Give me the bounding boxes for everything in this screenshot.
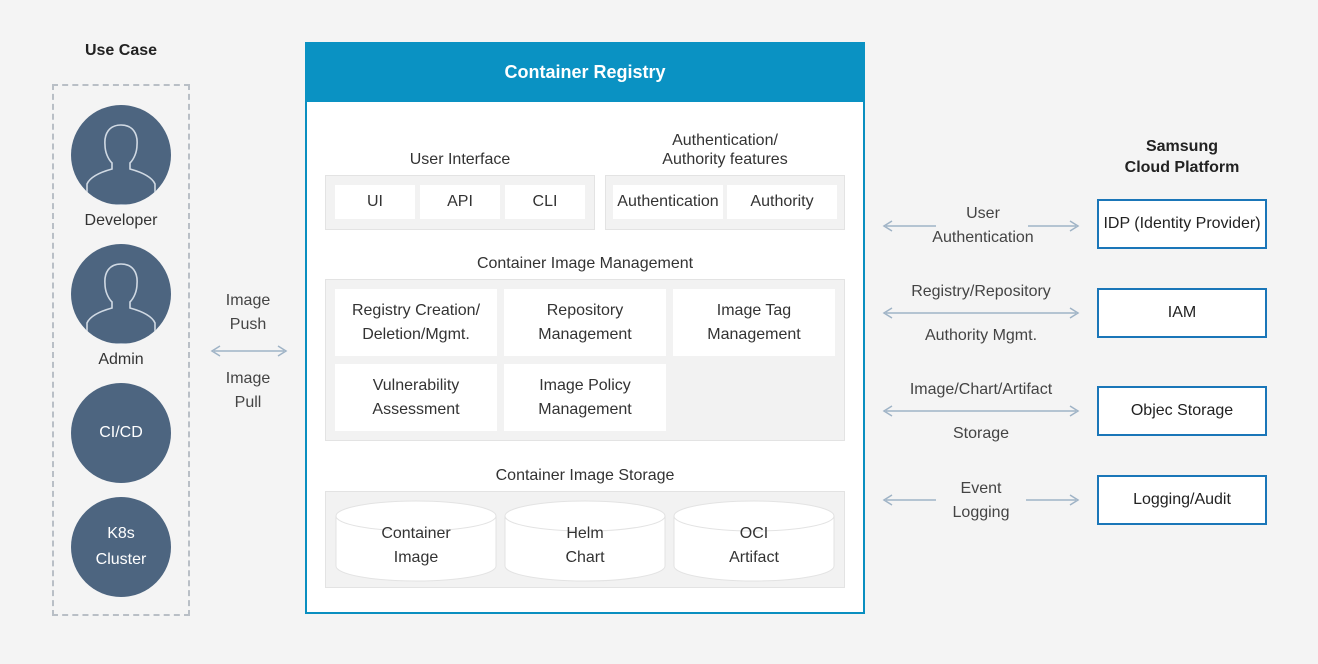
- object-storage-box: Objec Storage: [1097, 386, 1267, 436]
- cylinder-icon: [504, 500, 666, 582]
- use-case-title: Use Case: [84, 42, 158, 59]
- image-chart-artifact-label: Image/Chart/Artifact: [909, 381, 1053, 398]
- container-image-cylinder: Container Image: [335, 500, 497, 586]
- oci-artifact-label: OCI Artifact: [729, 525, 779, 566]
- iam-box: IAM: [1097, 288, 1267, 338]
- event-logging-label: Event Logging: [952, 480, 1010, 521]
- registry-arrow-icon: [882, 307, 1080, 319]
- helm-chart-cylinder: Helm Chart: [504, 500, 666, 586]
- image-pull-label: Image Pull: [225, 370, 271, 411]
- developer-label: Developer: [84, 212, 158, 229]
- registry-repository-label: Registry/Repository: [911, 283, 1051, 300]
- auth-features-title: Authentication/ Authority features: [662, 132, 788, 168]
- cicd-node: CI/CD: [71, 383, 171, 483]
- k8s-cluster-node: K8s Cluster: [71, 497, 171, 597]
- cylinder-icon: [673, 500, 835, 582]
- event-logging-arrow-icon: [882, 494, 1080, 506]
- repository-management-cell: Repository Management: [504, 289, 666, 356]
- api-cell: API: [420, 185, 500, 219]
- ui-cell: UI: [335, 185, 415, 219]
- user-interface-title: User Interface: [409, 151, 511, 168]
- storage-label: Storage: [952, 425, 1010, 442]
- oci-artifact-cylinder: OCI Artifact: [673, 500, 835, 586]
- storage-arrow-icon: [882, 405, 1080, 417]
- push-pull-arrow-icon: [210, 345, 288, 357]
- authority-mgmt-label: Authority Mgmt.: [924, 327, 1038, 344]
- image-tag-management-cell: Image Tag Management: [673, 289, 835, 356]
- logging-audit-box: Logging/Audit: [1097, 475, 1267, 525]
- image-policy-management-cell: Image Policy Management: [504, 364, 666, 431]
- admin-avatar-icon: [71, 244, 171, 344]
- image-storage-title: Container Image Storage: [495, 467, 675, 484]
- developer-avatar-icon: [71, 105, 171, 205]
- authentication-cell: Authentication: [613, 185, 723, 219]
- vulnerability-assessment-cell: Vulnerability Assessment: [335, 364, 497, 431]
- container-registry-title: Container Registry: [305, 42, 865, 102]
- authority-cell: Authority: [727, 185, 837, 219]
- image-management-title: Container Image Management: [476, 255, 694, 272]
- use-case-container: [52, 84, 190, 616]
- idp-box: IDP (Identity Provider): [1097, 199, 1267, 249]
- user-auth-arrow-icon: [882, 220, 1080, 232]
- registry-creation-cell: Registry Creation/ Deletion/Mgmt.: [335, 289, 497, 356]
- samsung-cloud-platform-title: Samsung Cloud Platform: [1124, 138, 1240, 176]
- image-push-label: Image Push: [225, 292, 271, 333]
- user-authentication-label: User Authentication: [932, 205, 1034, 246]
- cli-cell: CLI: [505, 185, 585, 219]
- helm-chart-label: Helm Chart: [565, 525, 605, 566]
- cylinder-icon: [335, 500, 497, 582]
- container-image-label: Container Image: [381, 525, 451, 566]
- admin-label: Admin: [98, 351, 144, 368]
